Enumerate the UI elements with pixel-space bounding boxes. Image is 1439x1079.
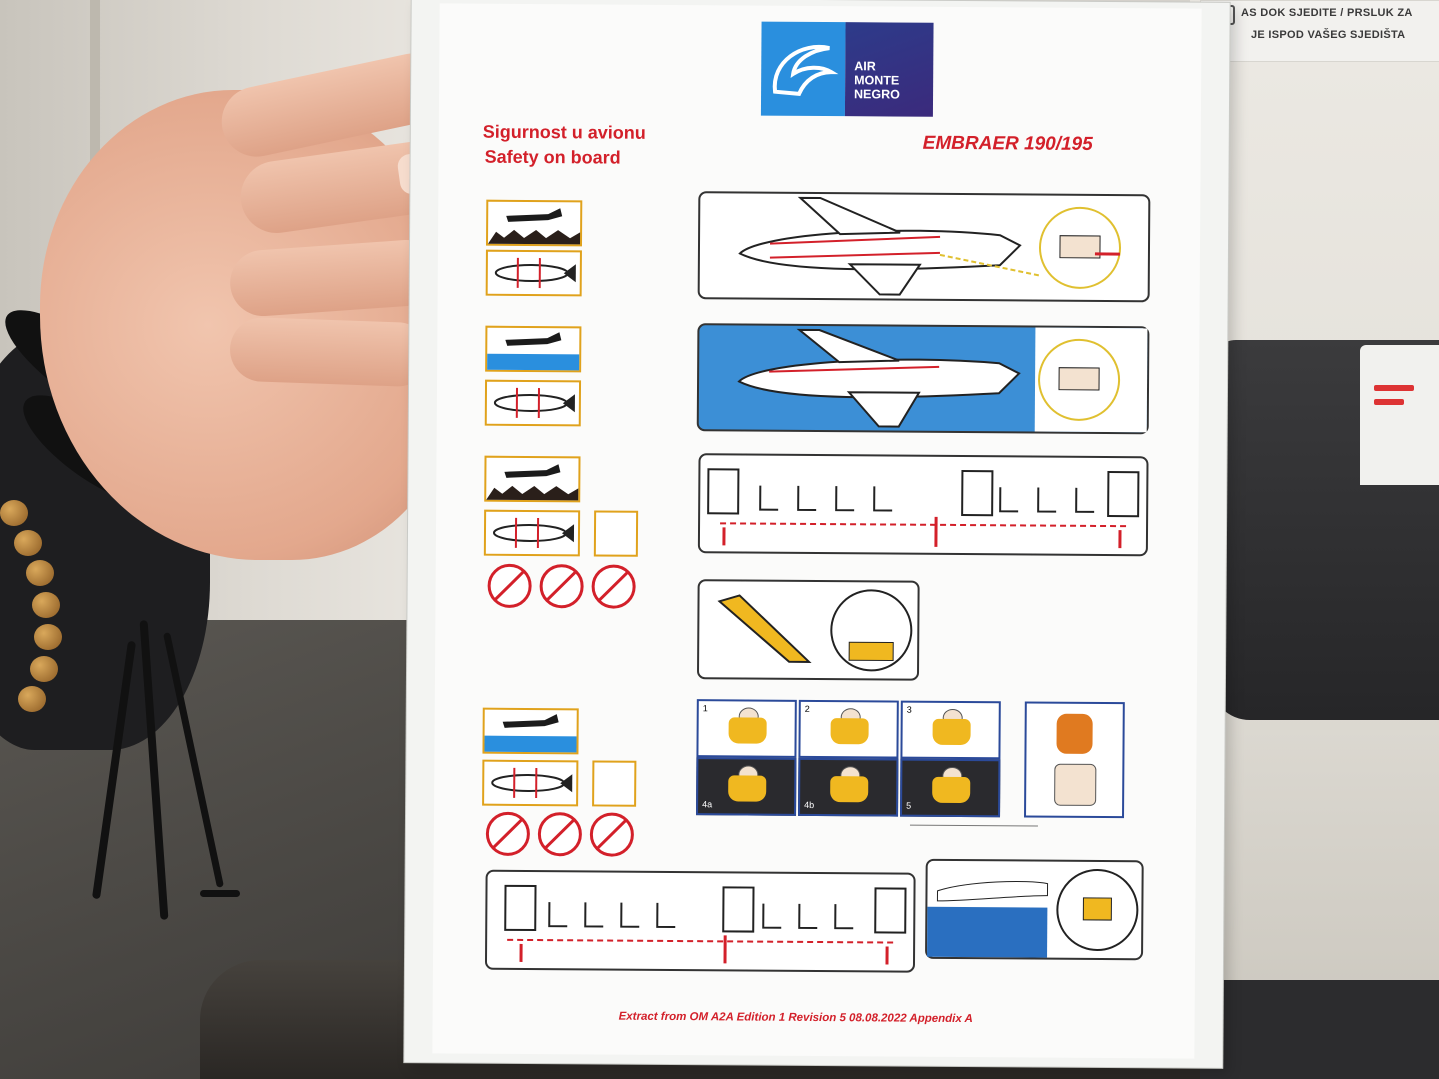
water-landing-icon bbox=[485, 325, 582, 373]
life-vest-icon bbox=[728, 775, 767, 802]
finger bbox=[228, 316, 432, 388]
adult-with-infant-icon bbox=[1054, 763, 1097, 806]
exits-map-icon bbox=[485, 249, 582, 297]
card-title-local: Sigurnost u avionu bbox=[482, 121, 646, 143]
vest-step-1: 1 bbox=[696, 699, 797, 758]
land-landing-icon bbox=[485, 199, 583, 247]
vest-step-3: 3 bbox=[900, 700, 1001, 760]
seat-pocket-safety-card bbox=[1360, 345, 1439, 485]
exits-map-icon bbox=[483, 509, 581, 557]
peek-title-line bbox=[1374, 399, 1404, 405]
safety-card-sheet: AIR MONTE NEGRO Sigurnost u avionu Safet… bbox=[432, 3, 1202, 1059]
step-number: 2 bbox=[804, 703, 810, 714]
card-footer: Extract from OM A2A Edition 1 Revision 5… bbox=[618, 1010, 973, 1026]
vest-step-5: 5 bbox=[900, 758, 1001, 818]
bird-logo-icon bbox=[760, 21, 846, 117]
no-smoking-icon bbox=[537, 812, 583, 857]
aircraft-model: EMBRAER 190/195 bbox=[922, 132, 1093, 155]
seat-sticker: AS DOK SJEDITE / PRSLUK ZA JE ISPOD VAŠE… bbox=[1200, 0, 1439, 62]
land-landing-icon bbox=[484, 455, 581, 503]
cabin-exit-path-panel-2 bbox=[484, 869, 916, 973]
step-number: 3 bbox=[906, 704, 912, 715]
step-number: 4b bbox=[804, 799, 815, 810]
sticker-line-1: AS DOK SJEDITE / PRSLUK ZA bbox=[1241, 7, 1413, 19]
brace-position-icon bbox=[593, 510, 639, 557]
cabin-floor bbox=[1190, 980, 1439, 1079]
bead bbox=[18, 686, 46, 712]
airline-wordmark: AIR MONTE NEGRO bbox=[844, 22, 934, 117]
bead bbox=[26, 560, 54, 586]
no-smoking-icon bbox=[539, 564, 584, 609]
hanging-cord bbox=[200, 890, 240, 897]
life-vest-icon bbox=[830, 776, 869, 803]
bead bbox=[30, 656, 58, 682]
no-baggage-icon bbox=[589, 812, 635, 857]
airline-logo: AIR MONTE NEGRO bbox=[760, 21, 934, 117]
step-number: 5 bbox=[906, 800, 912, 811]
life-vest-icon bbox=[830, 718, 869, 745]
step-number: 4a bbox=[702, 799, 713, 810]
slide-evacuation-panel bbox=[696, 579, 920, 681]
no-baggage-icon bbox=[591, 564, 636, 609]
logo-word-air: AIR bbox=[854, 59, 876, 74]
life-vest-icon bbox=[728, 717, 767, 744]
infant-vest-panel bbox=[1024, 701, 1125, 819]
no-high-heels-icon bbox=[487, 563, 532, 609]
life-vest-icon bbox=[932, 776, 971, 804]
card-title-english: Safety on board bbox=[484, 146, 621, 168]
vest-step-2: 2 bbox=[798, 699, 899, 759]
vest-step-4a: 4a bbox=[696, 757, 797, 816]
bead bbox=[32, 592, 60, 618]
life-vest-icon bbox=[932, 718, 971, 746]
infant-vest-icon bbox=[1056, 713, 1093, 754]
bead bbox=[14, 530, 42, 556]
exits-map-icon bbox=[484, 379, 582, 427]
water-landing-icon bbox=[482, 707, 579, 755]
sticker-line-2: JE ISPOD VAŠEG SJEDIŠTA bbox=[1251, 29, 1406, 41]
step-number: 1 bbox=[702, 703, 708, 714]
cabin-exit-path-panel bbox=[697, 453, 1149, 557]
divider bbox=[909, 824, 1038, 827]
water-evacuation-panel bbox=[696, 323, 1150, 435]
vest-step-4b: 4b bbox=[798, 757, 899, 817]
bead bbox=[34, 624, 62, 650]
peek-title-line bbox=[1374, 385, 1414, 391]
safety-card: AIR MONTE NEGRO Sigurnost u avionu Safet… bbox=[404, 0, 1230, 1068]
water-exit-panel bbox=[925, 858, 1144, 961]
logo-word-monte: MONTE bbox=[854, 73, 900, 88]
exits-map-icon bbox=[482, 759, 579, 807]
brace-position-icon bbox=[592, 760, 637, 807]
bead bbox=[0, 500, 28, 526]
land-evacuation-panel bbox=[697, 191, 1151, 303]
no-high-heels-icon bbox=[485, 811, 531, 857]
logo-word-negro: NEGRO bbox=[854, 87, 900, 102]
